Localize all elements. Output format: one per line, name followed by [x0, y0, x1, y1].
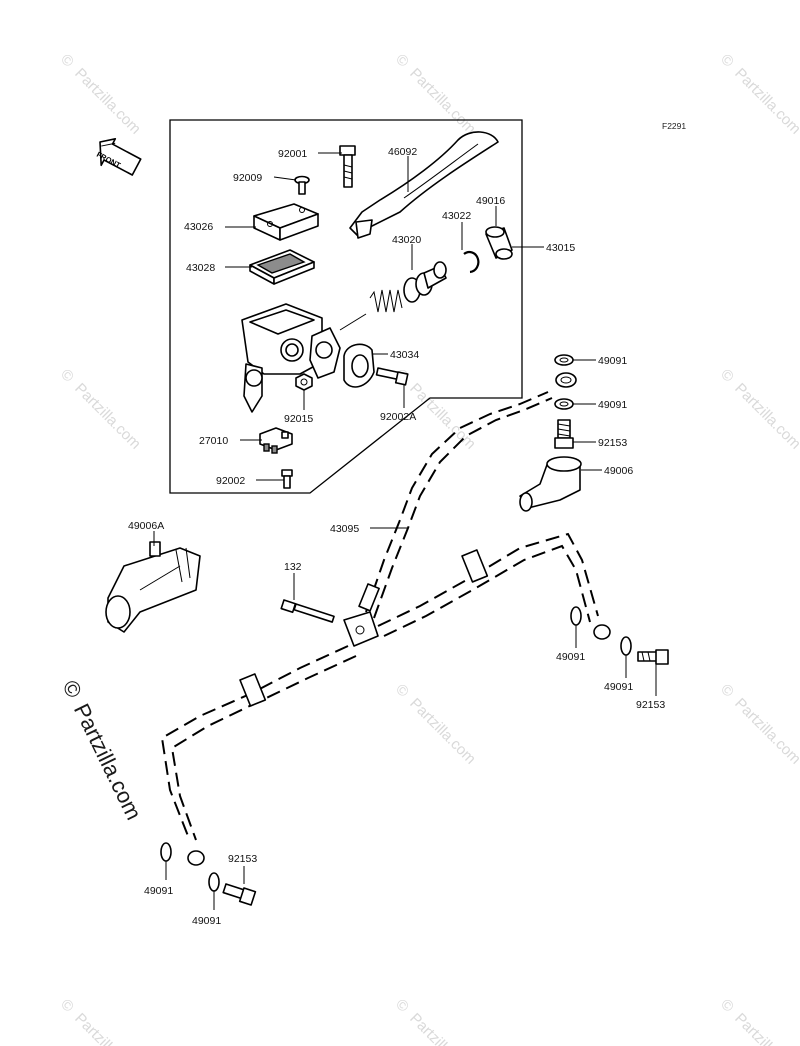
- washer-49091-left-lower-2: [208, 872, 220, 892]
- front-arrow-icon: [99, 138, 142, 176]
- boot-49016: [485, 226, 513, 260]
- bolt-92153-right: [637, 649, 669, 665]
- clamp-43034: [343, 343, 375, 388]
- watermark-symbol: ©: [392, 681, 412, 701]
- brake-pipe-left: [160, 645, 357, 866]
- label-43022: 43022: [442, 210, 471, 222]
- brake-pipe-right: [377, 532, 611, 640]
- watermark-text: Partzilla.com: [731, 695, 800, 768]
- label-49091-d: 49091: [604, 681, 633, 693]
- watermark-text: Partzilla.com: [731, 1010, 800, 1046]
- label-49091-f: 49091: [192, 915, 221, 927]
- watermark-symbol: ©: [717, 366, 737, 386]
- watermark-text: Partzilla.com: [71, 1010, 144, 1046]
- label-49091-e: 49091: [144, 885, 173, 897]
- bolt-92153-left: [222, 883, 257, 906]
- watermark-text: Partzilla.com: [731, 380, 800, 453]
- part-labels: 92001 46092 92009 43026 43022 49016 4302…: [128, 146, 665, 927]
- label-49006A: 49006A: [128, 520, 164, 532]
- hose-end-fitting: [555, 372, 577, 388]
- watermark-text: Partzilla.com: [731, 65, 800, 138]
- bolt-92153-top: [554, 419, 574, 449]
- label-92009: 92009: [233, 172, 262, 184]
- brake-hose-43095: [358, 391, 553, 619]
- washer-49091-mid: [554, 398, 574, 410]
- boot-49006A: [105, 541, 201, 633]
- assembly-outline: [169, 119, 523, 494]
- label-92153-c: 92153: [228, 853, 257, 865]
- watermark-symbol: ©: [392, 51, 412, 71]
- watermark-symbol: ©: [717, 51, 737, 71]
- label-49091-a: 49091: [598, 355, 627, 367]
- bolt-92001: [339, 145, 356, 188]
- label-92001: 92001: [278, 148, 307, 160]
- boot-49006: [519, 456, 582, 512]
- watermark-symbol: ©: [57, 996, 77, 1016]
- label-92153-a: 92153: [598, 437, 627, 449]
- label-49016: 49016: [476, 195, 505, 207]
- piston-kit-43020: [339, 261, 447, 331]
- washer-49091-top: [554, 354, 574, 366]
- watermark-dark-symbol: ©: [58, 676, 88, 702]
- bolt-92002A: [375, 367, 409, 386]
- label-49091-b: 49091: [598, 399, 627, 411]
- bolt-132: [280, 599, 335, 623]
- diaphragm-43028: [249, 249, 315, 285]
- label-49091-c: 49091: [556, 651, 585, 663]
- label-43020: 43020: [392, 234, 421, 246]
- watermark-text: Partzilla.com: [406, 380, 479, 453]
- watermark-text: Partzilla.com: [406, 1010, 479, 1046]
- watermark-text: Partzilla.com: [71, 65, 144, 138]
- label-49006: 49006: [604, 465, 633, 477]
- washer-49091-left-lower: [160, 842, 172, 862]
- watermark-text: Partzilla.com: [406, 695, 479, 768]
- label-43028: 43028: [186, 262, 215, 274]
- watermark-dark-text: Partzilla.com: [69, 700, 147, 824]
- watermark-dark: © Partzilla.com: [58, 676, 147, 824]
- figure-code: F2291: [662, 121, 686, 131]
- watermark-text: Partzilla.com: [406, 65, 479, 138]
- label-43026: 43026: [184, 221, 213, 233]
- nut-92015: [295, 373, 313, 391]
- switch-27010: [259, 427, 293, 454]
- watermark-symbol: ©: [57, 51, 77, 71]
- screw-92009: [294, 175, 310, 195]
- watermark-symbol: ©: [392, 996, 412, 1016]
- joint-block: [343, 611, 379, 647]
- label-132: 132: [284, 561, 302, 573]
- watermark-text: Partzilla.com: [71, 380, 144, 453]
- label-46092: 46092: [388, 146, 417, 158]
- label-27010: 27010: [199, 435, 228, 447]
- watermark-symbol: ©: [717, 996, 737, 1016]
- washer-49091-right-lower-2: [620, 636, 632, 656]
- washer-49091-right-lower: [570, 606, 582, 626]
- label-43015: 43015: [546, 242, 575, 254]
- watermark-symbol: ©: [57, 366, 77, 386]
- label-92015: 92015: [284, 413, 313, 425]
- cap-43026: [253, 203, 319, 241]
- label-92153-b: 92153: [636, 699, 665, 711]
- watermark-symbol: ©: [717, 681, 737, 701]
- master-cylinder-body: [241, 303, 341, 413]
- label-43095: 43095: [330, 523, 359, 535]
- screw-92002: [281, 469, 293, 489]
- label-43034: 43034: [390, 349, 419, 361]
- label-92002A: 92002A: [380, 411, 416, 423]
- label-92002: 92002: [216, 475, 245, 487]
- lever-46092: [349, 131, 499, 239]
- leader-lines: [153, 152, 657, 910]
- circlip-43022: [463, 250, 480, 274]
